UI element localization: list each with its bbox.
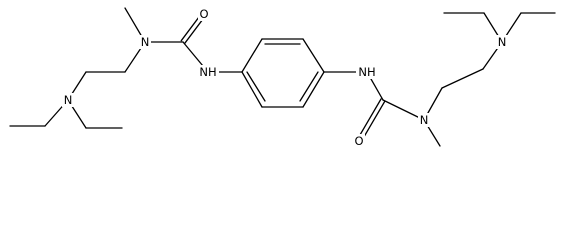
atom-o-left: O	[198, 7, 210, 21]
atom-o-right: O	[353, 134, 365, 148]
bond-carbonyl-c-right-n-methyl	[382, 99, 425, 121]
bond-ring-3	[302, 38, 325, 73]
atom-nh-left: NH	[197, 65, 219, 79]
atom-n-methyl-right: N	[418, 113, 430, 127]
molecule-structure: O N N NH NH N N O	[9, 7, 556, 148]
atom-labels-group: O N N NH NH N N O	[62, 7, 508, 148]
atom-label-n-amine-right: N	[498, 35, 507, 49]
bonds-group	[9, 7, 556, 147]
atom-n-methyl-left: N	[139, 35, 151, 49]
bond-ring-inner-2	[299, 71, 319, 102]
atom-label-o-left: O	[199, 7, 208, 21]
atom-nh-right: NH	[356, 65, 378, 79]
atom-n-amine-left: N	[62, 93, 74, 107]
bond-ring-6	[241, 71, 263, 108]
bond-ring-1	[241, 38, 263, 73]
atom-label-n-methyl-left: N	[141, 35, 150, 49]
atom-label-n-methyl-right: N	[420, 113, 429, 127]
bond-ring-inner-3	[246, 71, 266, 102]
bond-ch2-a-ch2-b-right	[441, 68, 484, 89]
atom-label-nh-left: NH	[199, 65, 216, 79]
bond-ring-4	[302, 71, 325, 108]
atom-label-nh-right: NH	[358, 65, 375, 79]
atom-label-n-amine-left: N	[64, 93, 73, 107]
atom-n-amine-right: N	[496, 35, 508, 49]
bond-carbonyl-right-double-1	[356, 98, 382, 141]
atom-label-o-right: O	[354, 134, 363, 148]
